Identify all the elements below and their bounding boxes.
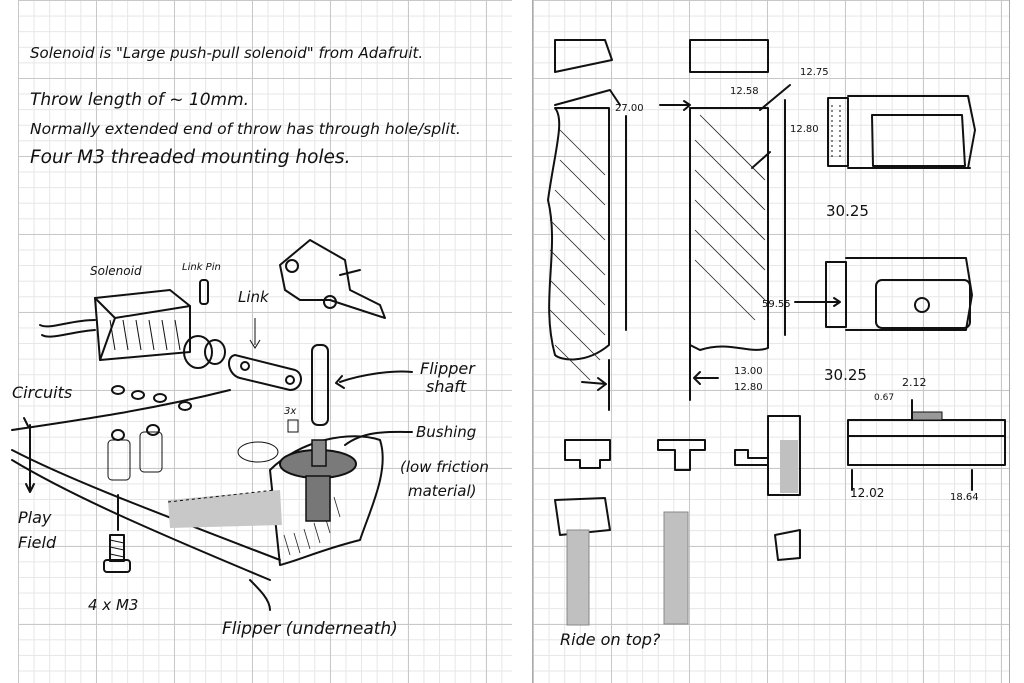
label-screws: 4 x M3 [88,596,138,614]
cross-section-middle [659,39,791,401]
label-circuits: Circuits [12,383,72,402]
label-flipper-shaft-line2: shaft [426,377,467,396]
label-link-pin: Link Pin [182,262,221,273]
question-ride-on-top: Ride on top? [560,630,661,649]
dim-12-80-top: 12.80 [790,124,819,135]
dim-12-58: 12.58 [730,86,759,97]
bushing-sketch [237,419,413,566]
note-mounting-holes: Four M3 threaded mounting holes. [30,147,351,168]
dim-27-00: 27.00 [615,103,644,114]
bracket-profiles-sketch [554,415,801,626]
note-extended-end: Normally extended end of throw has throu… [30,120,461,138]
left-notebook-page [18,0,512,683]
dim-30-25-bottom: 30.25 [824,366,867,384]
dim-12-75: 12.75 [800,67,829,78]
dim-30-25-top: 30.25 [826,202,869,220]
label-play-field-line2: Field [18,533,57,552]
label-play-field-line1: Play [18,508,52,527]
cross-section-left [547,39,627,411]
dim-13-00: 13.00 [734,366,763,377]
right-notebook-page [532,0,1010,683]
flipper-shaft-sketch [311,344,413,426]
dimension-stack-sketch [847,399,1006,491]
dim-0-67: 0.67 [874,393,894,403]
note-throw-length: Throw length of ~ 10mm. [30,90,250,110]
page-gutter [512,0,532,683]
solenoid-side-view-top [827,95,976,169]
label-flipper-underneath: Flipper (underneath) [222,619,398,639]
label-bushing: Bushing [416,423,476,441]
flipper-shaded-sketch [167,489,282,611]
label-bushing-note-line2: material) [408,482,476,500]
label-flipper-shaft-line1: Flipper [420,359,476,378]
m3-screw-sketch [103,494,131,573]
label-qty-3x: 3x [284,406,296,417]
label-solenoid: Solenoid [90,264,142,278]
label-bushing-note-line1: (low friction [400,458,489,476]
note-solenoid-source: Solenoid is "Large push-pull solenoid" f… [30,44,424,62]
solenoid-side-view-bottom [794,257,973,331]
label-link: Link [238,288,270,306]
solenoid-sketch [39,289,226,369]
flipper-mechanism-sketch [279,239,386,319]
link-pin-sketch [199,279,209,305]
dim-59-55: 59.55 [762,299,791,310]
dim-12-80-bottom: 12.80 [734,382,763,393]
dim-12-02: 12.02 [850,486,884,500]
dim-2-12: 2.12 [902,376,927,389]
dim-18-64: 18.64 [950,492,979,503]
link-sketch [228,318,302,391]
